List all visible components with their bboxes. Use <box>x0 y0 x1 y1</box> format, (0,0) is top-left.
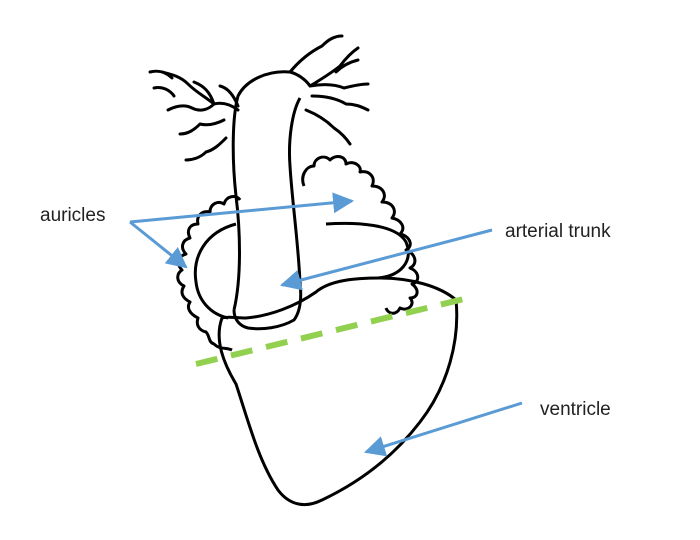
arrow-auricles-left <box>129 220 188 269</box>
left-vessel-branches <box>148 69 240 162</box>
atrioventricular-boundary <box>195 294 473 367</box>
right-auricle-inner <box>325 221 410 280</box>
arrow-auricles-right <box>129 192 355 224</box>
left-auricle <box>176 195 242 352</box>
left-auricle-inner <box>193 222 237 320</box>
arrow-ventricle <box>363 401 523 457</box>
label-auricles: auricles <box>40 205 106 226</box>
right-auricle <box>301 155 420 315</box>
label-ventricle: ventricle <box>540 399 611 420</box>
label-arterial-trunk: arterial trunk <box>505 221 611 242</box>
arrow-arterial-trunk <box>279 228 493 291</box>
right-vessel-branches <box>288 34 370 146</box>
arterial-trunk-outline <box>231 44 323 331</box>
